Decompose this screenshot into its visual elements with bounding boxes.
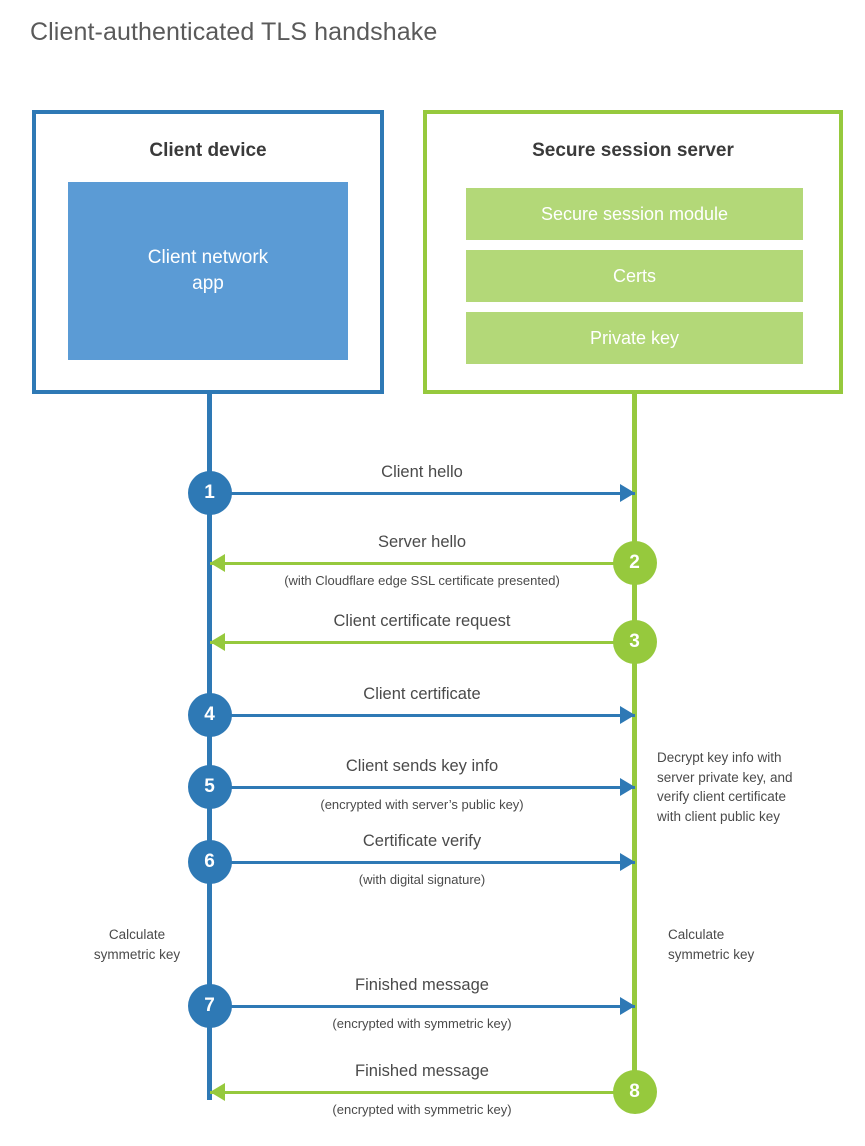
step-2-arrow-head [209, 554, 225, 572]
step-5-arrow-head [619, 778, 635, 796]
step-8-arrow-line [209, 1090, 635, 1094]
client-device-title: Client device [149, 140, 267, 161]
step-7-label: Finished message [355, 976, 489, 994]
step-7-sublabel: (encrypted with symmetric key) [332, 1016, 512, 1031]
step-6-arrow-head [619, 853, 635, 871]
server-component-certs: Certs [466, 250, 803, 302]
step-1-arrow-line [209, 491, 635, 495]
step-6-sublabel: (with digital signature) [358, 872, 486, 887]
step-8-sublabel: (encrypted with symmetric key) [332, 1102, 512, 1117]
server-lifeline [632, 394, 637, 1093]
step-5-arrow-line [209, 785, 635, 789]
step-circle-3[interactable]: 3 [612, 620, 657, 664]
step-3-label: Client certificate request [333, 612, 511, 630]
secure-session-server-box: Secure session server Secure session mod… [423, 110, 843, 394]
step-2-label: Server hello [377, 533, 467, 551]
step-3-arrow-head [209, 633, 225, 651]
step-5-sublabel: (encrypted with server’s public key) [320, 797, 524, 812]
step-8-label: Finished message [355, 1062, 489, 1080]
server-component-private-key: Private key [466, 312, 803, 364]
client-lifeline [207, 394, 212, 1100]
step-4-label: Client certificate [363, 685, 481, 703]
step-circle-4[interactable]: 4 [187, 693, 232, 737]
step-6-arrow-line [209, 860, 635, 864]
step-1-arrow-head [619, 484, 635, 502]
step-circle-1[interactable]: 1 [187, 471, 232, 515]
step-circle-6[interactable]: 6 [187, 840, 232, 884]
step-1-label: Client hello [381, 463, 463, 481]
step-3-arrow-line [209, 640, 635, 644]
step-7-arrow-line [209, 1004, 635, 1008]
step-2-sublabel: (with Cloudflare edge SSL certificate pr… [284, 573, 560, 588]
step-circle-8[interactable]: 8 [612, 1070, 657, 1114]
step-circle-2[interactable]: 2 [612, 541, 657, 585]
page-title: Client-authenticated TLS handshake [30, 18, 438, 46]
step-circle-7[interactable]: 7 [187, 984, 232, 1028]
step-8-arrow-head [209, 1083, 225, 1101]
step-4-arrow-head [619, 706, 635, 724]
step-2-arrow-line [209, 561, 635, 565]
server-component-secure-session-module: Secure session module [466, 188, 803, 240]
step-4-arrow-line [209, 713, 635, 717]
secure-session-server-title: Secure session server [532, 140, 734, 161]
step-6-label: Certificate verify [362, 832, 482, 850]
step-circle-5[interactable]: 5 [187, 765, 232, 809]
step-7-arrow-head [619, 997, 635, 1015]
step-5-label: Client sends key info [345, 757, 499, 775]
